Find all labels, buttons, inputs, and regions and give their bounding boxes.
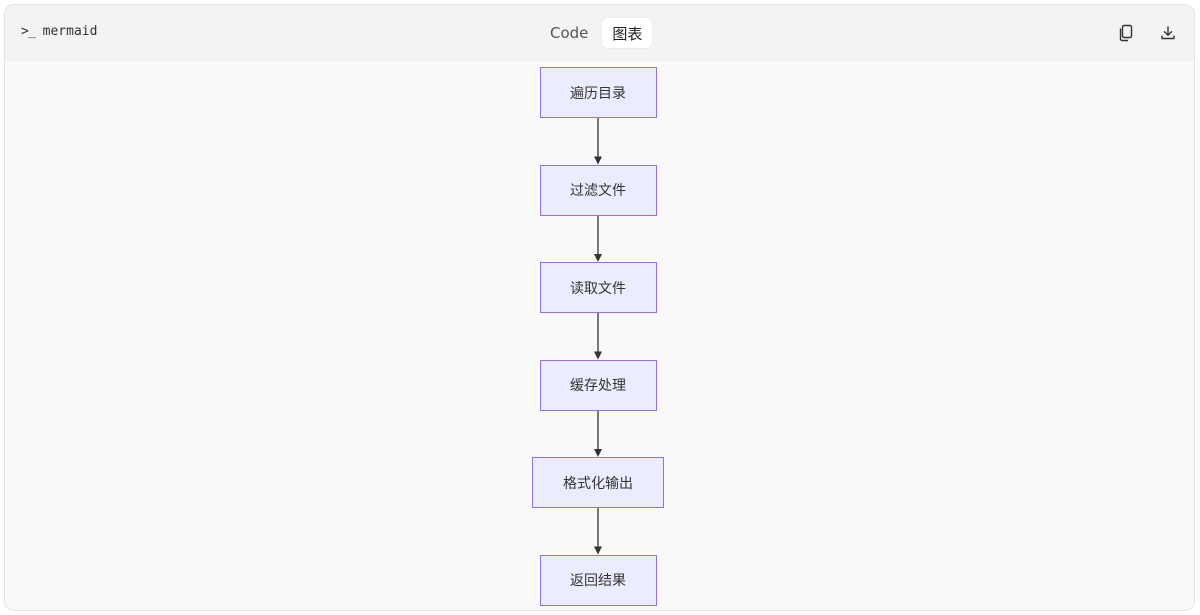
code-block-toolbar: >_ mermaid Code 图表	[5, 5, 1194, 61]
copy-icon	[1119, 24, 1133, 42]
flow-node: 过滤文件	[539, 164, 657, 216]
flow-node: 读取文件	[539, 262, 657, 313]
flow-arrowhead	[594, 449, 602, 457]
flow-arrowhead	[594, 156, 602, 165]
tab-diagram[interactable]: 图表	[602, 18, 653, 48]
flow-node: 缓存处理	[539, 359, 657, 411]
flow-node: 格式化输出	[532, 457, 664, 508]
tab-code[interactable]: Code	[550, 24, 589, 42]
language-indicator: >_ mermaid	[21, 24, 97, 39]
toolbar-actions	[1114, 21, 1180, 45]
view-tabs: Code 图表	[540, 17, 653, 49]
flow-node: 遍历目录	[539, 67, 657, 118]
flowchart-canvas: 遍历目录过滤文件读取文件缓存处理格式化输出返回结果	[5, 61, 1194, 610]
flow-arrowhead	[594, 546, 602, 555]
flow-arrowhead	[594, 254, 602, 262]
download-icon	[1161, 26, 1175, 40]
flow-node: 返回结果	[539, 554, 657, 606]
flow-arrowhead	[594, 351, 602, 360]
language-label: mermaid	[42, 24, 98, 39]
terminal-prompt-icon: >_	[21, 24, 36, 39]
download-button[interactable]	[1156, 21, 1180, 45]
flowchart-edges	[594, 118, 602, 555]
copy-button[interactable]	[1114, 21, 1138, 45]
mermaid-code-block: >_ mermaid Code 图表 遍历目录过滤文件读取文件缓存	[4, 4, 1195, 611]
